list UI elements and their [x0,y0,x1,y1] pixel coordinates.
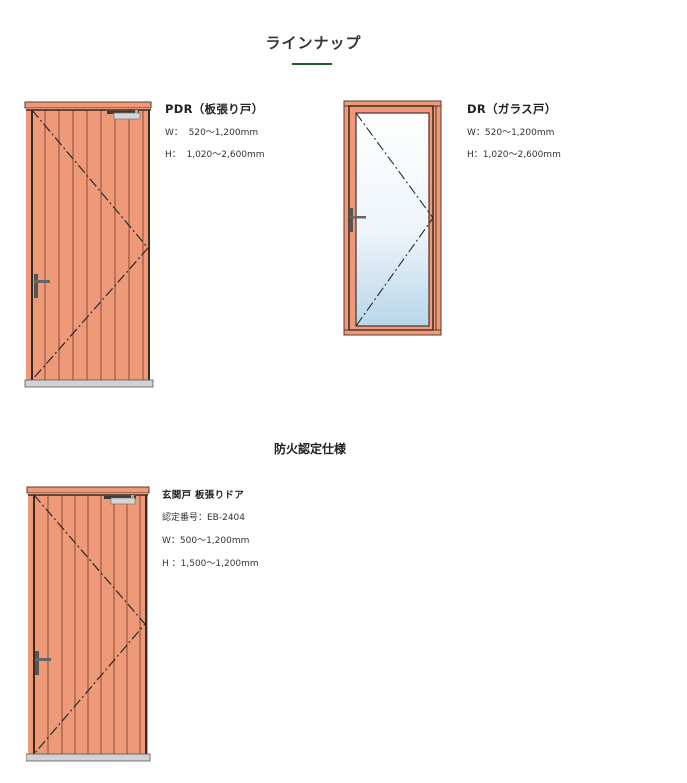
width-range: W：500〜1,200mm [162,536,250,546]
pdr-spec: PDR（板張り戸） W： 520〜1,200mm H： 1,020〜2,600m… [165,101,265,169]
fire-rated-spec: 玄関戸 板張りドア 認定番号：EB-2404 W：500〜1,200mm H ：… [162,487,259,579]
height-range: H：1,020〜2,600mm [467,150,561,160]
height-range: H： 1,020〜2,600mm [165,150,265,160]
title-underline [292,63,332,65]
product-name: PDR（板張り戸） [165,102,264,116]
page-title: ラインナップ [265,34,362,52]
height-range: H ：1,500〜1,200mm [162,559,259,569]
width-range: W： 520〜1,200mm [165,128,259,138]
fire-rated-plank-door-illustration [25,486,152,764]
fire-rated-heading: 防火認定仕様 [273,442,346,456]
product-name: 玄関戸 板張りドア [162,490,245,501]
dr-spec: DR（ガラス戸） W：520〜1,200mm H：1,020〜2,600mm [467,101,561,169]
glass-door-illustration [343,100,443,338]
width-range: W：520〜1,200mm [467,128,555,138]
product-name: DR（ガラス戸） [467,102,557,116]
certification-number: 認定番号：EB-2404 [162,513,246,523]
plank-door-illustration [24,101,154,391]
